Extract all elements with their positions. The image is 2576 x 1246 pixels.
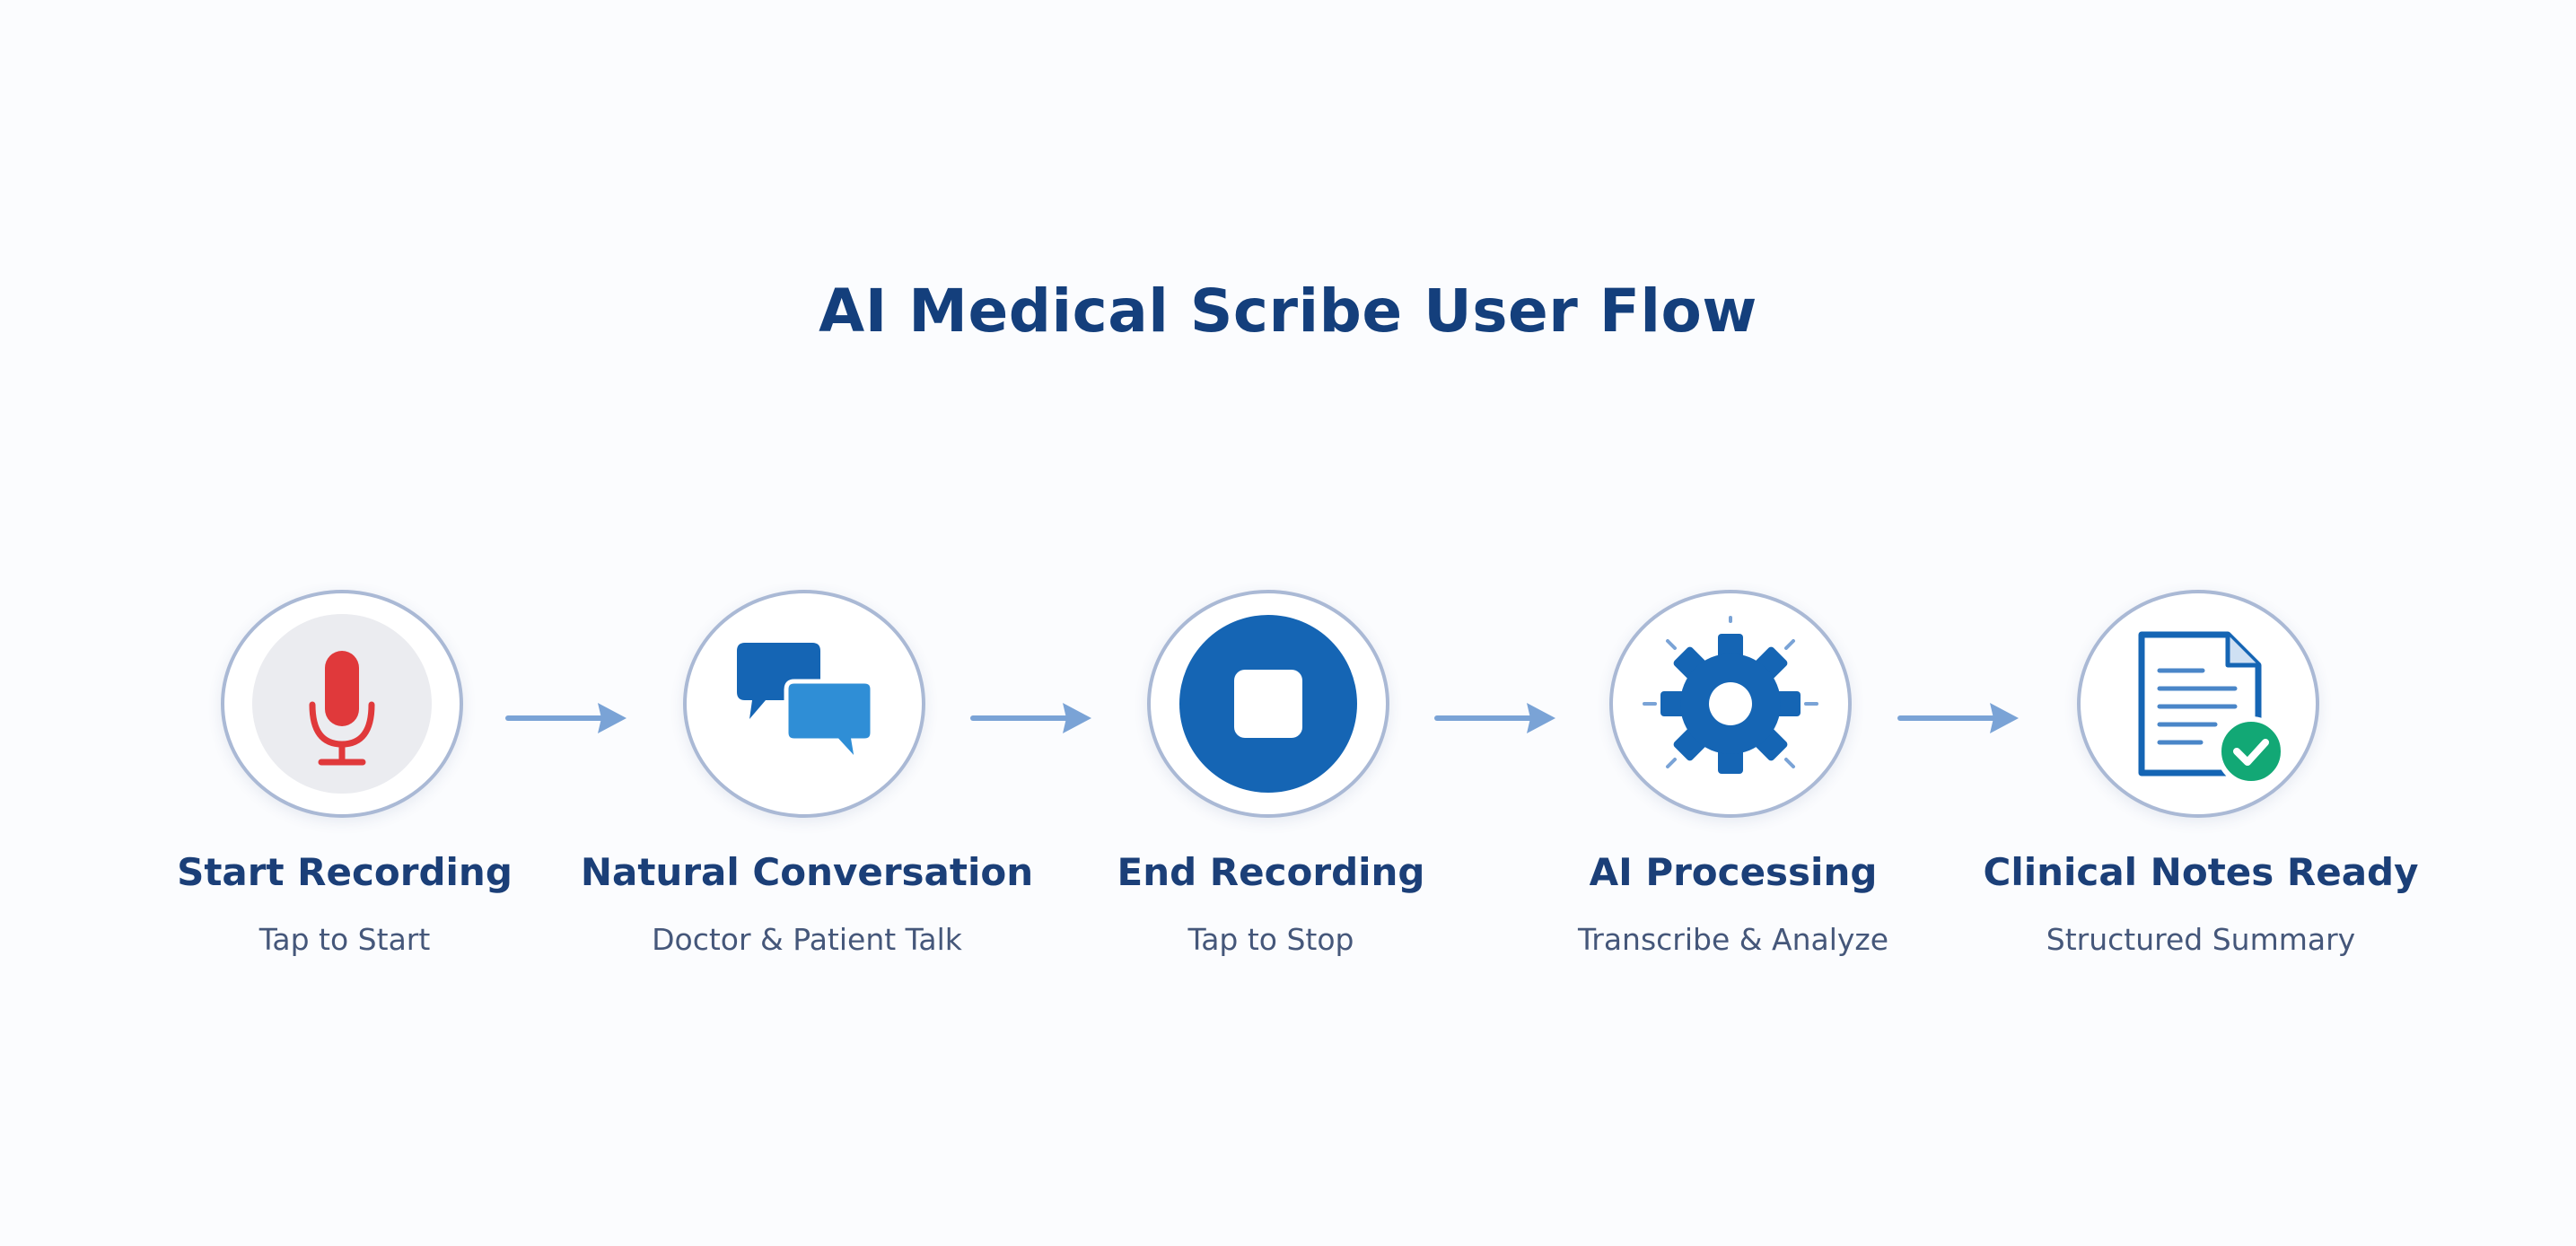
step-title: End Recording bbox=[1117, 850, 1425, 894]
step-title: Start Recording bbox=[177, 850, 513, 894]
microphone-icon bbox=[252, 614, 432, 794]
step-circle bbox=[221, 590, 463, 818]
step-subtitle: Structured Summary bbox=[2046, 922, 2356, 957]
step-circle bbox=[1609, 590, 1852, 818]
arrow-right-icon bbox=[1433, 696, 1559, 741]
step-title: Natural Conversation bbox=[580, 850, 1034, 894]
page-title: AI Medical Scribe User Flow bbox=[819, 276, 1757, 346]
step-subtitle: Tap to Stop bbox=[1187, 922, 1354, 957]
step-circle bbox=[1147, 590, 1389, 818]
step-circle bbox=[683, 590, 925, 818]
arrow-right-icon bbox=[504, 696, 630, 741]
step-title: Clinical Notes Ready bbox=[1983, 850, 2419, 894]
step-subtitle: Transcribe & Analyze bbox=[1577, 922, 1889, 957]
arrow-right-icon bbox=[969, 696, 1095, 741]
chat-bubbles-icon bbox=[737, 643, 875, 769]
step-subtitle: Doctor & Patient Talk bbox=[652, 922, 962, 957]
step-subtitle: Tap to Start bbox=[258, 922, 431, 957]
step-title: AI Processing bbox=[1589, 850, 1878, 894]
gear-icon bbox=[1643, 616, 1818, 774]
arrow-right-icon bbox=[1897, 696, 2022, 741]
stop-icon bbox=[1179, 615, 1357, 793]
step-circle bbox=[2077, 590, 2319, 818]
document-check-icon bbox=[2138, 631, 2286, 786]
